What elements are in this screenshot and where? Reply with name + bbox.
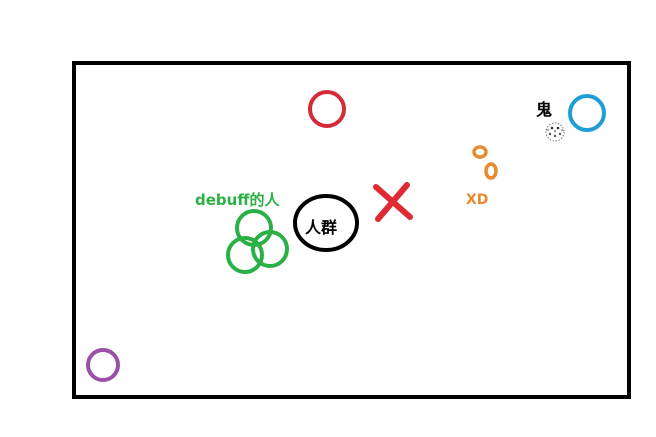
ghost-sprite-icon	[545, 122, 565, 142]
orange-ring-marker	[472, 145, 488, 159]
arena-border	[72, 61, 631, 399]
debuff-label: debuff的人	[195, 191, 280, 209]
blue-circle-marker	[568, 94, 606, 132]
green-circle-marker	[226, 236, 264, 274]
green-circle-marker	[251, 230, 289, 268]
crowd-ellipse	[293, 194, 359, 252]
crowd-label: 人群	[305, 218, 337, 237]
purple-circle-marker	[86, 348, 120, 382]
xd-label: XD	[466, 192, 488, 208]
red-circle-marker	[308, 90, 346, 128]
orange-ring-marker	[484, 162, 498, 180]
ghost-label: 鬼	[536, 100, 552, 119]
cross-marker	[373, 182, 413, 222]
